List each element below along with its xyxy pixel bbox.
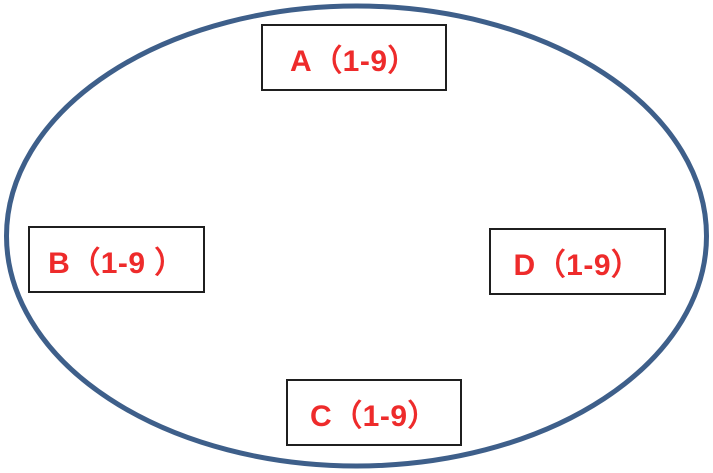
node-a: A（1-9） bbox=[261, 24, 447, 91]
node-d: D（1-9） bbox=[489, 228, 666, 295]
node-b: B（1-9 ） bbox=[28, 226, 205, 293]
outer-ring bbox=[4, 3, 709, 469]
node-c: C（1-9） bbox=[286, 379, 462, 446]
